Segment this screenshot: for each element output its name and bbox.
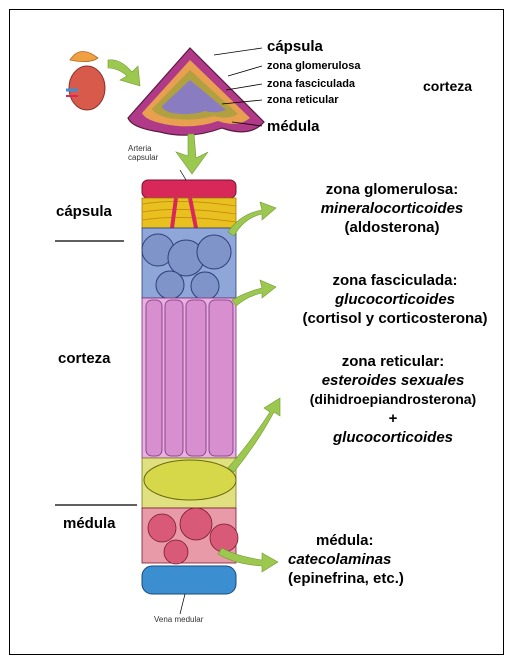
side-label-corteza: corteza <box>58 350 111 367</box>
zone-medula-block: médula: catecolaminas (epinefrina, etc.) <box>288 531 488 588</box>
zone-fasciculada-hormone: glucocorticoides <box>282 290 508 309</box>
side-label-capsula: cápsula <box>56 203 112 220</box>
zone-glomerulosa-title: zona glomerulosa: <box>282 180 502 199</box>
zone-medula-example: (epinefrina, etc.) <box>288 569 488 588</box>
label-top-medula: médula <box>267 118 320 135</box>
zone-glomerulosa-example: (aldosterona) <box>282 218 502 237</box>
zone-reticular-plus: + <box>282 409 504 428</box>
zone-medula-hormone: catecolaminas <box>288 550 488 569</box>
label-top-fasciculada: zona fasciculada <box>267 78 355 90</box>
arrow-fasciculada <box>232 280 276 306</box>
label-top-corteza: corteza <box>423 78 472 94</box>
zone-glomerulosa-block: zona glomerulosa: mineralocorticoides (a… <box>282 180 502 237</box>
label-arteria-capsular: Arteria capsular <box>128 144 184 162</box>
side-label-medula: médula <box>63 515 116 532</box>
zone-reticular-hormone: esteroides sexuales <box>282 371 504 390</box>
label-top-glomerulosa: zona glomerulosa <box>267 60 361 72</box>
label-top-reticular: zona reticular <box>267 94 339 106</box>
zone-glomerulosa-hormone: mineralocorticoides <box>282 199 502 218</box>
label-top-capsula: cápsula <box>267 38 323 55</box>
kidney-illustration <box>66 51 105 110</box>
zone-reticular-block: zona reticular: esteroides sexuales (dih… <box>282 352 504 447</box>
zone-fasciculada-example: (cortisol y corticosterona) <box>282 309 508 328</box>
histology-column <box>142 170 238 614</box>
arrow-kidney-to-gland <box>108 60 140 86</box>
zone-fasciculada-block: zona fasciculada: glucocorticoides (cort… <box>282 271 508 328</box>
zone-reticular-example: (dihidroepiandrosterona) <box>282 390 504 409</box>
zone-reticular-title: zona reticular: <box>282 352 504 371</box>
zone-fasciculada-title: zona fasciculada: <box>282 271 508 290</box>
adrenal-cross-section <box>128 48 264 135</box>
label-vena-medular: Vena medular <box>154 615 203 624</box>
zone-reticular-hormone2: glucocorticoides <box>282 428 504 447</box>
zone-medula-title: médula: <box>288 531 488 550</box>
